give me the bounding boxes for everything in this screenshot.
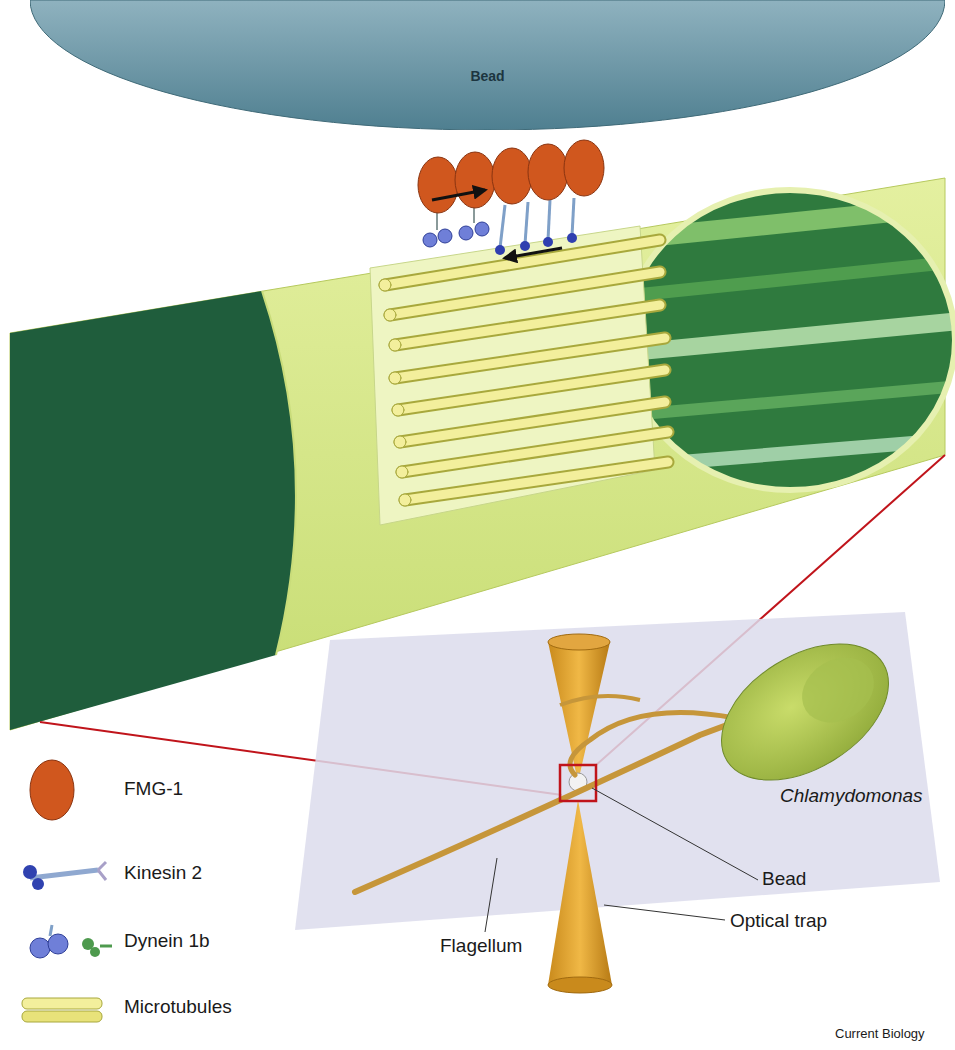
microtubule xyxy=(379,240,668,506)
optical-trap xyxy=(548,634,612,993)
leader-line xyxy=(592,788,758,880)
journal-credit: Current Biology xyxy=(835,1026,925,1041)
legend-icon xyxy=(30,760,74,820)
chlamydomonas-cell xyxy=(355,616,913,892)
organism-label: Chlamydomonas xyxy=(780,785,923,807)
direction-arrow xyxy=(432,190,485,200)
legend-text: FMG-1 xyxy=(124,778,183,800)
leader-line xyxy=(485,858,497,932)
part-label: Bead xyxy=(762,868,806,890)
direction-arrow xyxy=(505,248,562,258)
kinesin-motor xyxy=(495,198,577,255)
sample-plane xyxy=(295,612,940,930)
fmg1-protein xyxy=(418,140,604,213)
part-label: Flagellum xyxy=(440,935,522,957)
legend-text: Kinesin 2 xyxy=(124,862,202,884)
node-title: Bead xyxy=(30,68,945,84)
part-label: Optical trap xyxy=(730,910,827,932)
legend-icon xyxy=(30,925,112,958)
zoom-box xyxy=(560,765,596,801)
bead-outline xyxy=(30,0,945,130)
legend-icon xyxy=(22,998,102,1022)
leader-line xyxy=(604,905,725,920)
bead-shape: Bead xyxy=(30,0,945,130)
legend-icon xyxy=(23,862,106,890)
legend-text: Microtubules xyxy=(124,996,232,1018)
legend-text: Dynein 1b xyxy=(124,930,210,952)
